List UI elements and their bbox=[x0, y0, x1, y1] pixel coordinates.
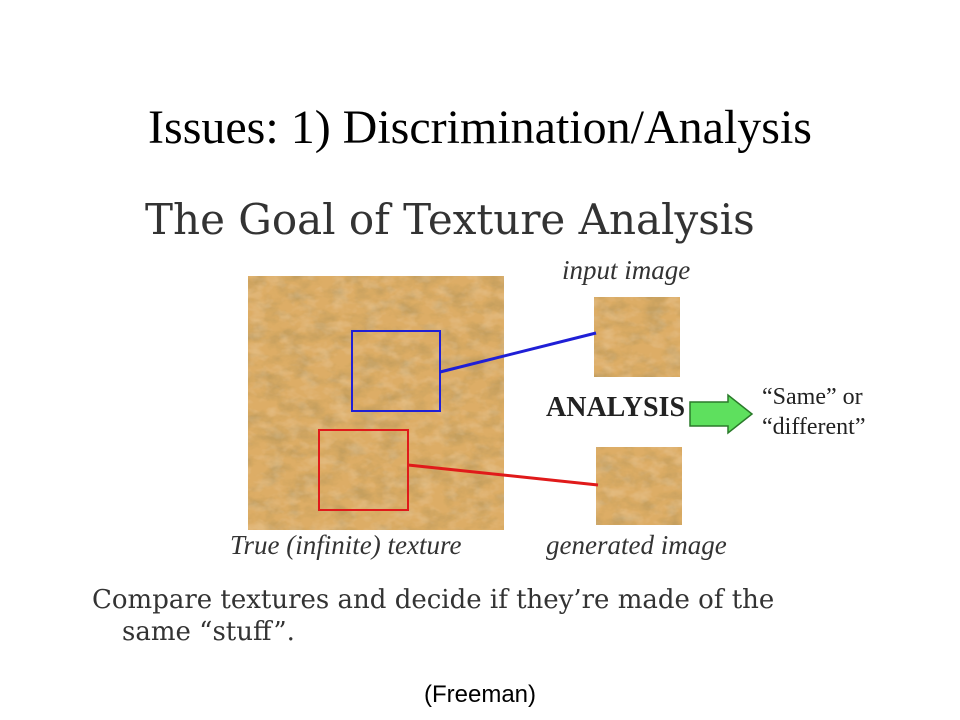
green-arrow-icon bbox=[689, 393, 754, 435]
figure-title: The Goal of Texture Analysis bbox=[145, 195, 755, 244]
caption: Compare textures and decide if they’re m… bbox=[92, 584, 812, 648]
generated-connector-line bbox=[407, 463, 599, 487]
output-label-line2: “different” bbox=[762, 414, 866, 440]
caption-line1: Compare textures and decide if they’re m… bbox=[92, 585, 775, 615]
credit: (Freeman) bbox=[423, 681, 537, 708]
input-image-sample bbox=[594, 297, 680, 377]
generated-image-sample bbox=[596, 447, 682, 525]
true-texture-image bbox=[248, 276, 504, 530]
output-label: “Same” or “different” bbox=[762, 382, 866, 442]
output-label-line1: “Same” or bbox=[762, 384, 863, 410]
input-connector-line bbox=[439, 331, 597, 374]
slide-title: Issues: 1) Discrimination/Analysis bbox=[148, 101, 812, 154]
analysis-label: ANALYSIS bbox=[546, 392, 686, 423]
generated-selection-box bbox=[318, 429, 409, 511]
caption-line2: same “stuff”. bbox=[122, 617, 295, 647]
input-image-label: input image bbox=[562, 255, 691, 285]
true-texture-label: True (infinite) texture bbox=[230, 530, 462, 560]
generated-image-label: generated image bbox=[546, 530, 727, 560]
